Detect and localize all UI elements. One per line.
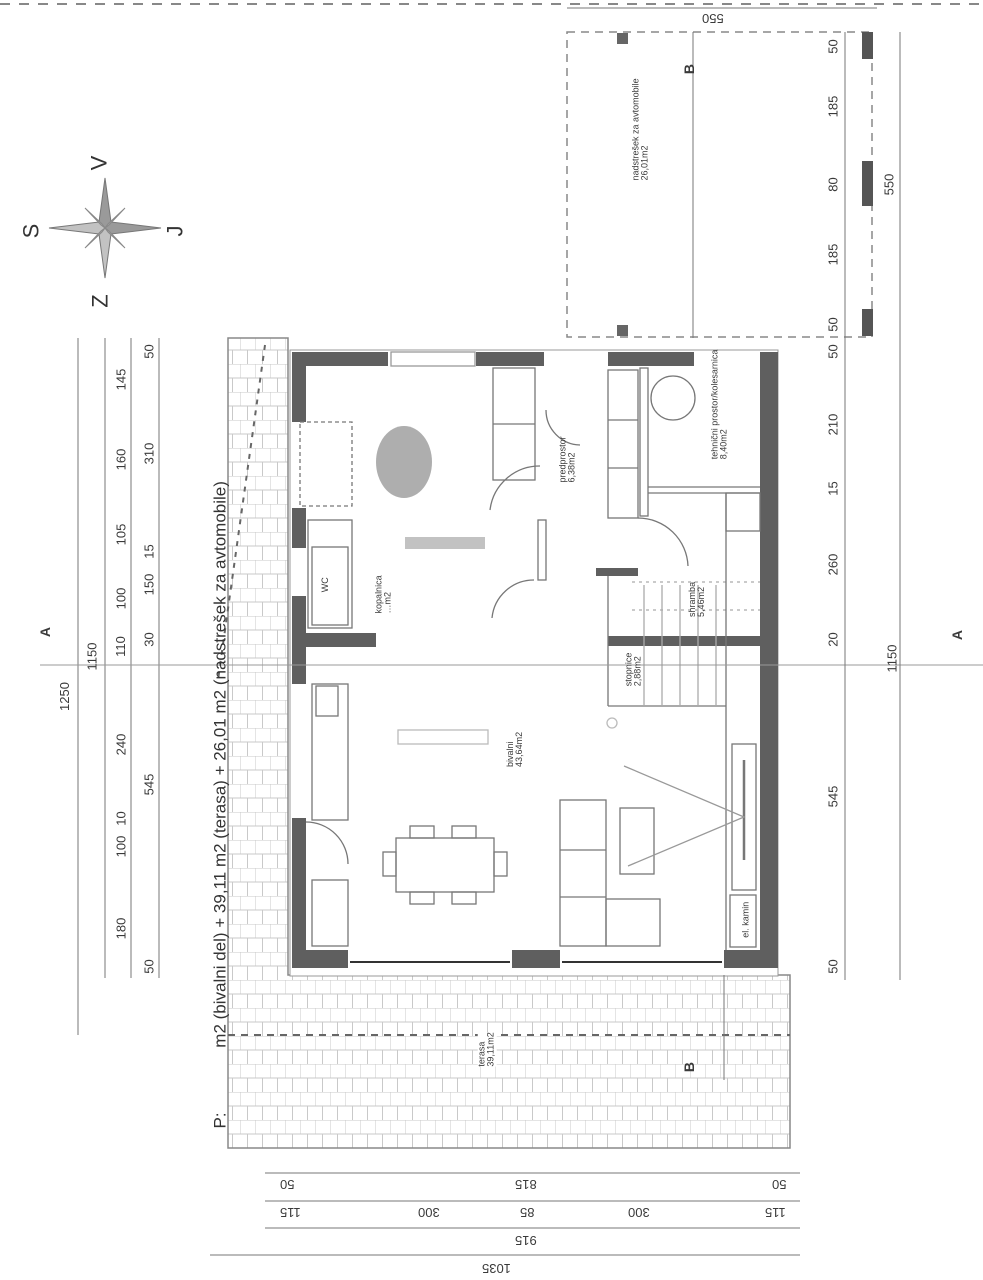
dim-left-b-6: 50 (141, 959, 157, 974)
dim-left-b-1: 310 (141, 442, 157, 465)
terrace-paving (217, 337, 791, 1149)
compass-east-label: J (162, 225, 188, 237)
dim-bottom-r2-0: 115 (280, 1205, 301, 1220)
dim-right-2: 15 (825, 481, 841, 496)
dim-left-b-4: 30 (141, 632, 157, 647)
dim-left-a-5: 240 (113, 733, 129, 756)
dim-bottom-r3: 915 (515, 1233, 537, 1248)
dim-left-a-0: 145 (113, 368, 129, 391)
dim-bottom-r2-3: 300 (628, 1205, 650, 1220)
dim-carport-4: 50 (825, 317, 841, 332)
dim-right-6: 50 (825, 959, 841, 974)
room-label-kopalnica: kopalnica…m2 (373, 575, 394, 614)
dim-right-4: 20 (825, 632, 841, 647)
dim-left-b-0: 50 (141, 344, 157, 359)
compass-rose-icon (48, 177, 162, 279)
dimension-lines-bottom (210, 1172, 800, 1256)
dim-left-a-8: 180 (113, 917, 129, 940)
dim-carport-0: 50 (825, 39, 841, 54)
dim-carport-top: 550 (702, 11, 724, 26)
dim-left-b-5: 545 (141, 773, 157, 796)
compass-north-label: V (86, 155, 112, 171)
dim-carport-3: 185 (825, 243, 841, 266)
dim-bottom-r4: 1035 (482, 1261, 511, 1276)
interior-partitions (299, 351, 761, 950)
dim-carport-total: 550 (881, 173, 897, 196)
carport-outline (566, 7, 877, 338)
dim-left-a-7: 10 (113, 811, 129, 826)
compass-south-label: Z (87, 294, 113, 308)
area-summary-caption: P: m2 (bivalni del) + 39,11 m2 (terasa) … (210, 481, 230, 1129)
dimension-lines-right (692, 32, 901, 1080)
room-label-fireplace: el. kamin (740, 901, 751, 938)
dim-bottom-r2-2: 85 (520, 1205, 535, 1220)
dim-right-total: 1150 (884, 644, 900, 673)
dim-left-a-3: 100 (113, 587, 129, 610)
dim-left-b-3: 150 (141, 573, 157, 596)
dim-right-0: 50 (825, 344, 841, 359)
dim-left-b-2: 15 (141, 544, 157, 559)
dim-left-a-1: 160 (113, 448, 129, 471)
compass-west-label: S (18, 223, 44, 239)
exterior-walls (292, 352, 778, 968)
dim-right-5: 545 (825, 785, 841, 808)
section-marker-a-left: A (37, 626, 54, 638)
dim-bottom-r2-1: 300 (418, 1205, 440, 1220)
room-label-wc: WC (319, 577, 330, 593)
section-marker-a-right: A (949, 629, 966, 641)
dim-right-3: 260 (825, 553, 841, 576)
caption-text: m2 (bivalni del) + 39,11 m2 (terasa) + 2… (210, 481, 230, 1048)
section-marker-b-bottom: B (681, 1061, 698, 1073)
dim-carport-2: 80 (825, 177, 841, 192)
dim-left-a-6: 100 (113, 835, 129, 858)
dim-left-a-2: 105 (113, 523, 129, 546)
dim-carport-1: 185 (825, 95, 841, 118)
dim-bottom-r1-0: 50 (280, 1177, 295, 1192)
dim-left-a-4: 110 (112, 636, 128, 657)
dimension-lines-left (40, 338, 983, 1035)
section-marker-b-top: B (681, 63, 698, 75)
dim-bottom-r2-4: 115 (765, 1205, 786, 1220)
caption-prefix: P: (210, 1112, 230, 1129)
dim-right-1: 210 (825, 413, 841, 436)
dim-left-outer: 1250 (56, 682, 72, 711)
dim-bottom-r1-2: 50 (772, 1177, 787, 1192)
dim-left-total: 1150 (84, 642, 100, 671)
dim-bottom-r1-1: 815 (515, 1177, 537, 1192)
